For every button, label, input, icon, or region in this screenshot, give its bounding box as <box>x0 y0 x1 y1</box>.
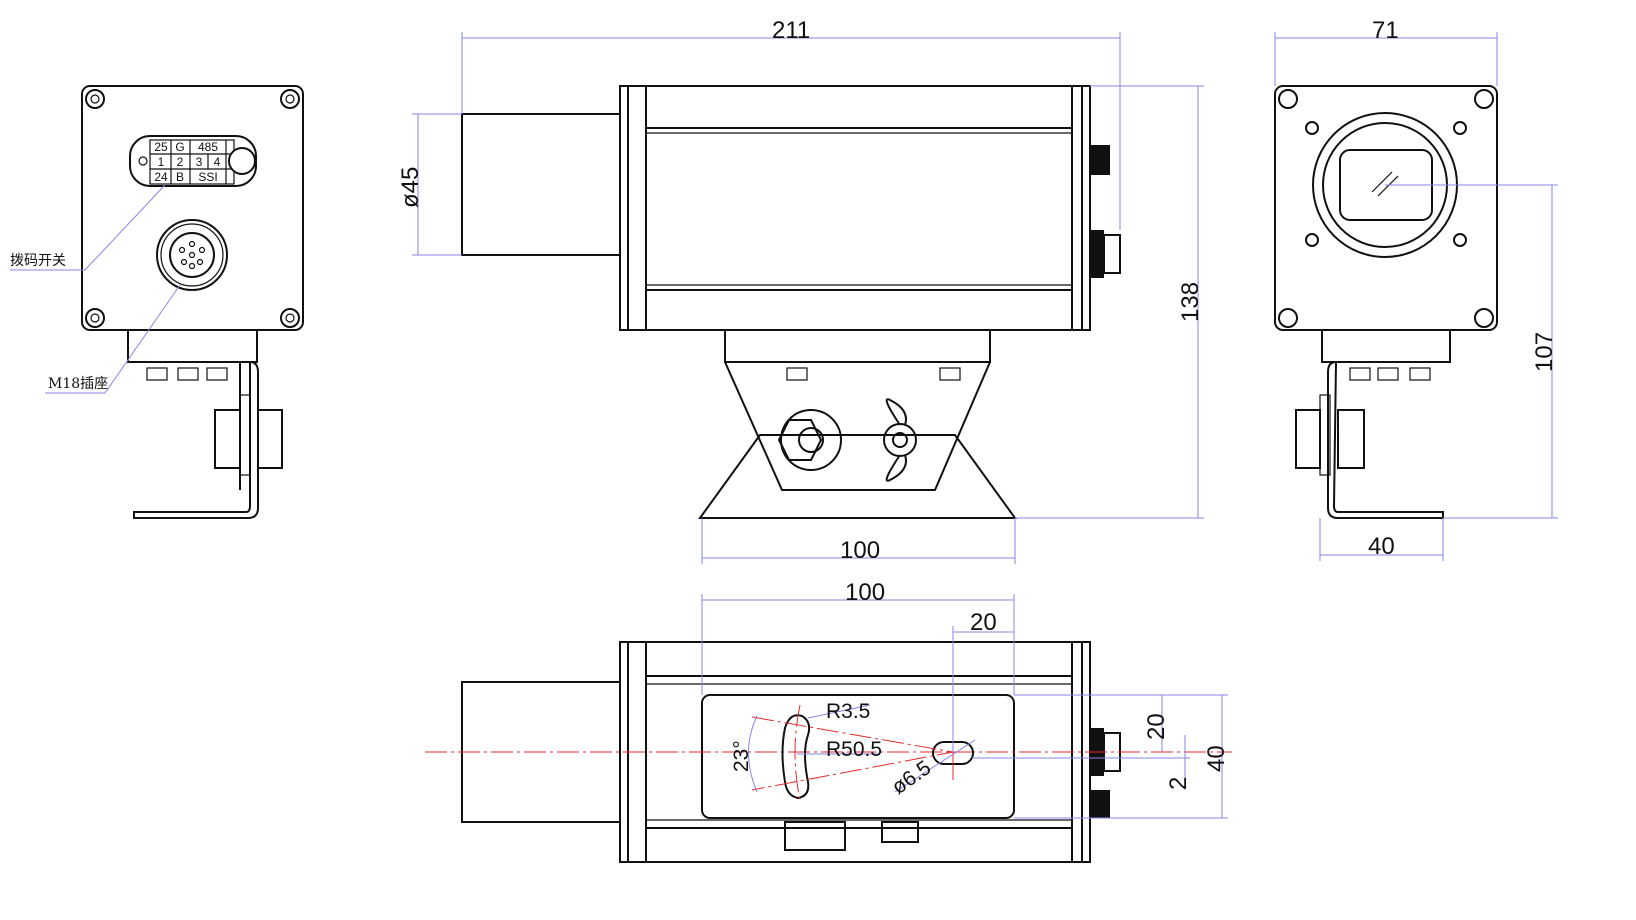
dim-20-offset: 20 <box>970 609 997 636</box>
dim-diameter-6-5: ø6.5 <box>888 756 936 799</box>
dim-r50-5: R50.5 <box>826 738 882 761</box>
dim-40-bracket: 40 <box>1368 533 1395 560</box>
dim-angle-23: 23° <box>730 740 753 772</box>
m18-connector <box>156 219 228 291</box>
dip-switch-label: 拨码开关 <box>10 253 66 269</box>
bottom-dimensions: 100 20 20 2 40 R3.5 R50.5 23° ø6.5 <box>701 579 1230 819</box>
m18-socket-label: M18插座 <box>48 376 108 392</box>
dim-138: 138 <box>1177 282 1204 322</box>
dip-cell: 25 <box>154 140 168 154</box>
dim-211: 211 <box>772 17 810 44</box>
dip-cell: G <box>175 140 184 154</box>
front-view: 211 ø45 138 100 <box>397 17 1204 564</box>
dim-20-vertical: 20 <box>1143 713 1170 740</box>
front-dimensions: 211 ø45 138 100 <box>397 17 1204 564</box>
dip-switch-panel: 25 G 485 1 2 3 4 24 B SSI <box>129 135 257 187</box>
mounting-bracket <box>127 329 283 519</box>
right-dimensions: 71 107 40 <box>1274 17 1558 561</box>
dip-cell: 2 <box>177 155 184 169</box>
left-view: 25 G 485 1 2 3 4 24 B SSI <box>10 85 304 519</box>
right-view: 71 107 40 <box>1274 17 1558 561</box>
dim-100-slot: 100 <box>845 579 885 606</box>
dip-cell: 1 <box>158 155 165 169</box>
corner-screws <box>85 89 300 328</box>
dip-cell: 4 <box>214 155 221 169</box>
dip-cell: 3 <box>196 155 203 169</box>
dip-cell: 485 <box>198 140 218 154</box>
dim-71: 71 <box>1372 17 1399 44</box>
dip-cell: 24 <box>154 170 168 184</box>
dim-diameter-45: ø45 <box>397 167 424 208</box>
dip-cell: SSI <box>198 170 217 184</box>
arc-slot <box>781 714 811 800</box>
callouts: 拨码开关 M18插座 <box>10 184 181 394</box>
dip-cell: B <box>176 170 184 184</box>
wing-nut <box>883 398 917 482</box>
dim-107: 107 <box>1531 332 1558 372</box>
dim-2: 2 <box>1165 777 1192 790</box>
bottom-view: 100 20 20 2 40 R3.5 R50.5 23° ø6.5 <box>425 579 1232 863</box>
dim-r3-5: R3.5 <box>826 700 870 723</box>
dim-40-plate: 40 <box>1203 745 1230 772</box>
dim-100-base: 100 <box>840 537 880 564</box>
hex-nut <box>777 409 842 471</box>
